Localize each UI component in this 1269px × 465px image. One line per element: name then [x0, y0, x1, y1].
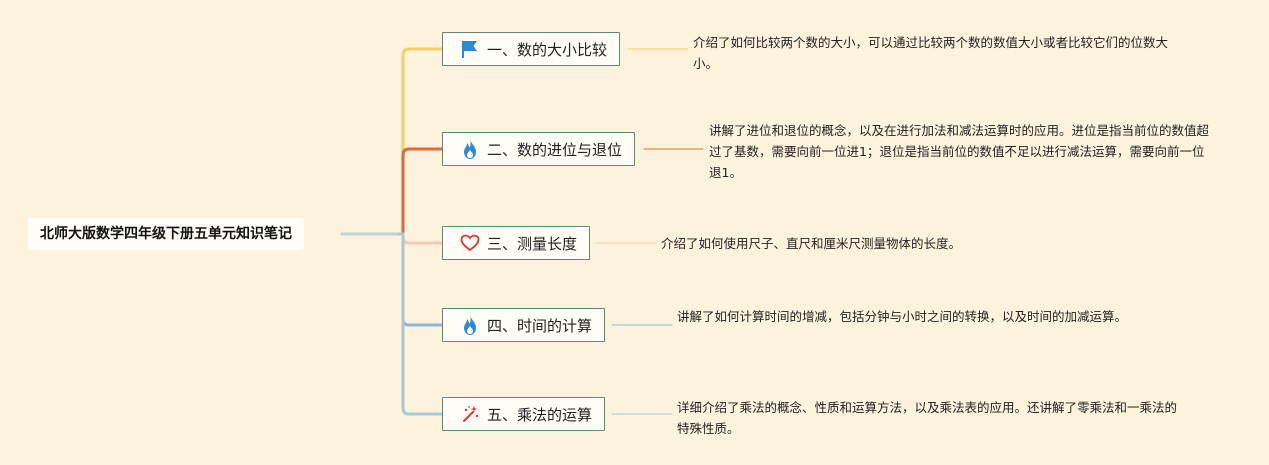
flame-icon [459, 314, 481, 336]
note-2-text: 讲解了进位和退位的概念，以及在进行加法和减法运算时的应用。进位是指当前位的数值超… [709, 123, 1210, 180]
note-3: 介绍了如何使用尺子、直尺和厘米尺测量物体的长度。 [661, 233, 1061, 254]
branch-topic-4-label: 四、时间的计算 [487, 316, 593, 335]
branch-topic-5-label: 五、乘法的运算 [487, 405, 593, 424]
branch-topic-1[interactable]: 一、数的大小比较 [442, 32, 621, 66]
branch-topic-3[interactable]: 三、测量长度 [442, 226, 591, 260]
note-1-text: 介绍了如何比较两个数的大小，可以通过比较两个数的数值大小或者比较它们的位数大小。 [693, 35, 1169, 71]
branch-topic-2[interactable]: 二、数的进位与退位 [442, 132, 636, 166]
branch-topic-3-label: 三、测量长度 [487, 234, 578, 253]
branch-connector-5 [397, 232, 444, 416]
branch-connector-3 [397, 232, 444, 245]
flag-icon [459, 38, 481, 60]
flame-icon [459, 138, 481, 160]
heart-icon [459, 232, 481, 254]
note-5: 详细介绍了乘法的概念、性质和运算方法，以及乘法表的应用。还讲解了零乘法和一乘法的… [677, 397, 1182, 439]
branch-connector-2 [397, 147, 444, 236]
magic-wand-icon [459, 403, 481, 425]
root-topic-label: 北师大版数学四年级下册五单元知识笔记 [40, 226, 292, 242]
branch-connector-4 [397, 232, 444, 327]
note-5-text: 详细介绍了乘法的概念、性质和运算方法，以及乘法表的应用。还讲解了零乘法和一乘法的… [677, 400, 1178, 436]
note-4: 讲解了如何计算时间的增减，包括分钟与小时之间的转换，以及时间的加减运算。 [677, 306, 1167, 327]
branch-topic-1-label: 一、数的大小比较 [487, 40, 608, 59]
note-2: 讲解了进位和退位的概念，以及在进行加法和减法运算时的应用。进位是指当前位的数值超… [709, 120, 1209, 183]
note-3-text: 介绍了如何使用尺子、直尺和厘米尺测量物体的长度。 [661, 236, 962, 251]
branch-topic-5[interactable]: 五、乘法的运算 [442, 397, 606, 431]
branch-topic-2-label: 二、数的进位与退位 [487, 140, 623, 159]
root-topic[interactable]: 北师大版数学四年级下册五单元知识笔记 [28, 218, 304, 250]
branch-connector-1 [397, 47, 444, 236]
note-1: 介绍了如何比较两个数的大小，可以通过比较两个数的数值大小或者比较它们的位数大小。 [693, 32, 1188, 74]
branch-topic-4[interactable]: 四、时间的计算 [442, 308, 606, 342]
note-4-text: 讲解了如何计算时间的增减，包括分钟与小时之间的转换，以及时间的加减运算。 [677, 309, 1128, 324]
